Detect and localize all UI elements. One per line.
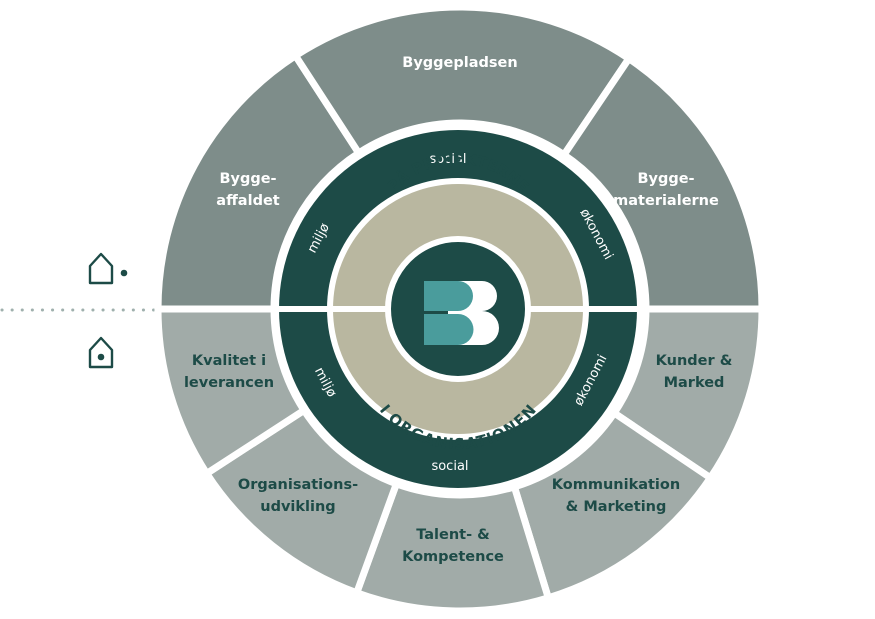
segment-byggepladsen-label: Byggepladsen	[402, 55, 517, 71]
segment-byggematerialerne-label-line: Bygge-	[637, 171, 694, 187]
ring-label-social-bottom: social	[431, 459, 468, 474]
bb-logo-icon	[424, 281, 499, 345]
segment-kunder-marked-label-line: Kunder &	[656, 353, 733, 369]
segment-organisationsudvikling-label-line: udvikling	[260, 499, 335, 515]
segment-byggematerialerne	[559, 53, 766, 313]
segment-byggepladsen-label-line: Byggepladsen	[402, 55, 517, 71]
outer-segments: Bygge-affaldet ByggepladsenBygge-material…	[154, 3, 766, 615]
segment-kvalitet-leverancen	[154, 305, 309, 479]
segment-kvalitet-leverancen-label-line: Kvalitet i	[192, 353, 266, 369]
segment-talent-kompetence-label: Talent- & Kompetence	[402, 527, 504, 565]
segment-kvalitet-leverancen-label: Kvalitet i leverancen	[184, 353, 274, 391]
segment-byggematerialerne-label: Bygge-materialerne	[613, 171, 719, 209]
segment-organisationsudvikling-label: Organisations-udvikling	[238, 477, 358, 515]
segment-kommunikation-marketing-label: Kommunikation & Marketing	[552, 477, 680, 515]
segment-kommunikation-marketing-label-line: Kommunikation	[552, 477, 680, 493]
segment-kommunikation-marketing-label-line: & Marketing	[566, 499, 667, 515]
segment-kvalitet-leverancen-label-line: leverancen	[184, 375, 274, 391]
segment-organisationsudvikling-label-line: Organisations-	[238, 477, 358, 493]
house-dot-icon	[88, 336, 114, 369]
house-outline-icon	[88, 252, 128, 285]
segment-byggeaffaldet-label-line: Bygge-	[219, 171, 276, 187]
ring-label-social-top: social	[429, 152, 466, 167]
segment-byggepladsen	[290, 3, 634, 160]
segment-talent-kompetence-label-line: Talent- &	[416, 527, 490, 543]
segment-byggeaffaldet-label-line: affaldet	[216, 193, 279, 209]
segment-talent-kompetence-label-line: Kompetence	[402, 549, 504, 565]
segment-byggeaffaldet-label: Bygge-affaldet	[216, 171, 279, 209]
segment-byggematerialerne-label-line: materialerne	[613, 193, 719, 209]
segment-kunder-marked-label: Kunder & Marked	[656, 353, 733, 391]
segment-kunder-marked-label-line: Marked	[664, 375, 725, 391]
